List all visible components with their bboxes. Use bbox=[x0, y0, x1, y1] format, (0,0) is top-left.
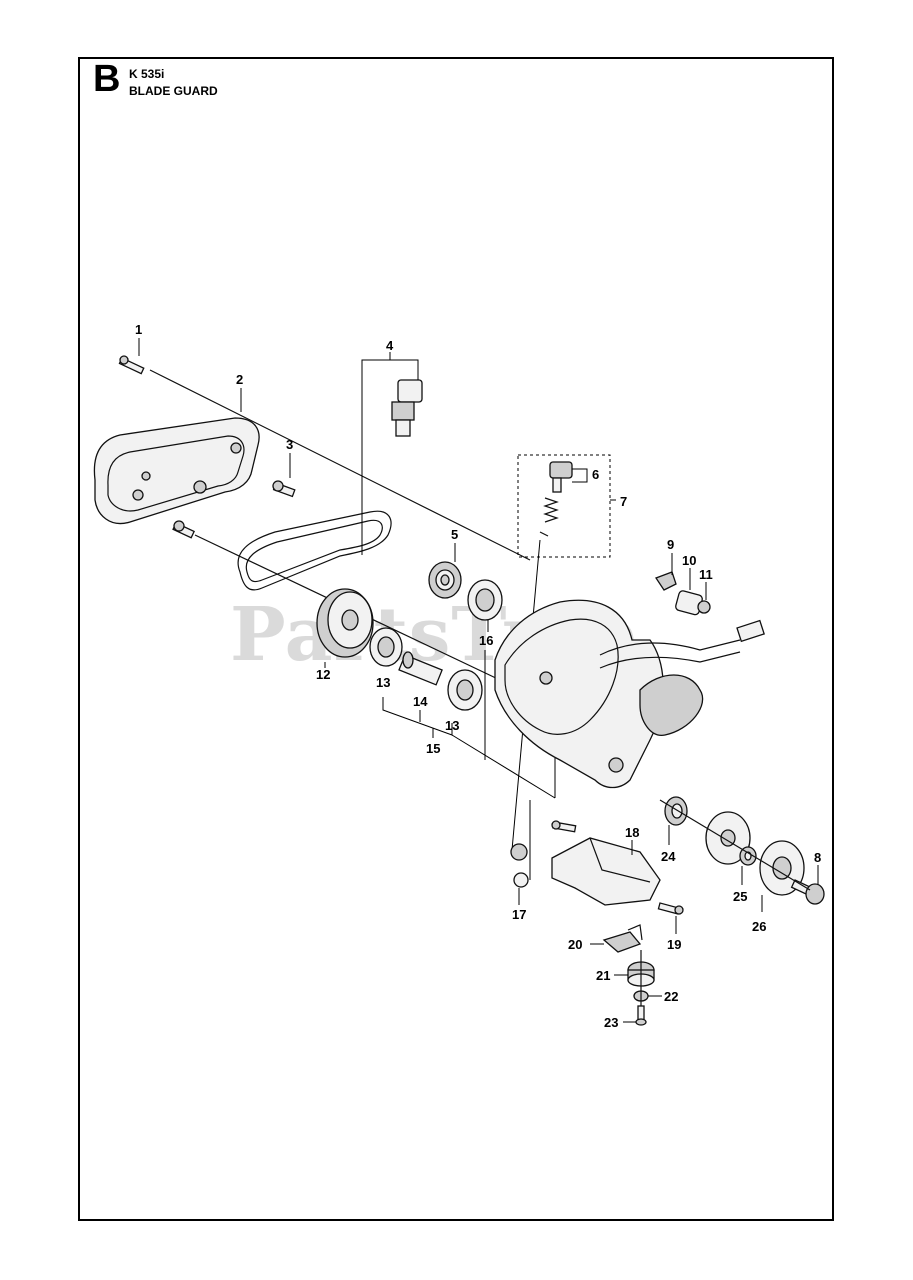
callout-6[interactable]: 6 bbox=[592, 467, 599, 482]
part-25-flange-washer[interactable] bbox=[705, 811, 757, 866]
callout-7[interactable]: 7 bbox=[620, 494, 627, 509]
part-8-blade-bolt[interactable] bbox=[790, 879, 825, 905]
callout-2[interactable]: 2 bbox=[236, 372, 243, 387]
callout-22[interactable]: 22 bbox=[664, 989, 678, 1004]
belt-cover-screw[interactable] bbox=[172, 520, 195, 539]
leader-6 bbox=[572, 468, 588, 483]
part-19-screw[interactable] bbox=[657, 902, 684, 915]
part-17-nut[interactable] bbox=[510, 843, 529, 888]
part-1-screw[interactable] bbox=[118, 355, 145, 375]
part-9-handle-bracket[interactable] bbox=[655, 571, 677, 591]
callout-4[interactable]: 4 bbox=[386, 338, 394, 353]
callout-26[interactable]: 26 bbox=[752, 919, 766, 934]
part-2-belt-cover[interactable] bbox=[93, 417, 260, 525]
model-label: K 535i bbox=[129, 67, 165, 81]
callout-11[interactable]: 11 bbox=[699, 567, 713, 582]
callout-14[interactable]: 14 bbox=[413, 694, 428, 709]
part-24-bushing[interactable] bbox=[664, 796, 688, 826]
part-13-bearing-a[interactable] bbox=[369, 627, 403, 667]
callout-23[interactable]: 23 bbox=[604, 1015, 618, 1030]
part-6-adjuster-screw[interactable] bbox=[549, 461, 573, 493]
callout-1[interactable]: 1 bbox=[135, 322, 142, 337]
group-7-box bbox=[517, 454, 611, 558]
callout-16[interactable]: 16 bbox=[479, 633, 493, 648]
blade-guard-arm[interactable] bbox=[494, 599, 765, 789]
part-11-nut[interactable] bbox=[697, 600, 711, 614]
callout-19[interactable]: 19 bbox=[667, 937, 681, 952]
part-14-spindle-shaft[interactable] bbox=[398, 651, 443, 686]
callout-9[interactable]: 9 bbox=[667, 537, 674, 552]
diagram-title: BLADE GUARD bbox=[129, 84, 218, 98]
callout-15[interactable]: 15 bbox=[426, 741, 440, 756]
callout-21[interactable]: 21 bbox=[596, 968, 610, 983]
part-12-pulley[interactable] bbox=[316, 588, 374, 658]
assembly-axis-1 bbox=[149, 369, 531, 561]
part-5-bearing[interactable] bbox=[428, 561, 462, 599]
part-26-outer-flange[interactable] bbox=[759, 840, 805, 896]
section-letter: B bbox=[93, 58, 121, 100]
diagram-frame bbox=[78, 57, 834, 1221]
part-16-bearing[interactable] bbox=[467, 579, 503, 621]
callout-20[interactable]: 20 bbox=[568, 937, 582, 952]
part-7-spring[interactable] bbox=[539, 497, 559, 537]
callout-8[interactable]: 8 bbox=[814, 850, 821, 865]
callout-18[interactable]: 18 bbox=[625, 825, 639, 840]
callout-25[interactable]: 25 bbox=[733, 889, 747, 904]
part-4-tensioner-key[interactable] bbox=[391, 379, 423, 437]
part-20-bracket[interactable] bbox=[602, 924, 643, 953]
callout-17[interactable]: 17 bbox=[512, 907, 526, 922]
callout-5[interactable]: 5 bbox=[451, 527, 458, 542]
callout-13a[interactable]: 13 bbox=[376, 675, 390, 690]
callout-13b[interactable]: 13 bbox=[445, 718, 459, 733]
callout-24[interactable]: 24 bbox=[661, 849, 676, 864]
part-4-drive-belt[interactable] bbox=[237, 510, 392, 591]
leader-15-bracket bbox=[382, 697, 453, 736]
callout-3[interactable]: 3 bbox=[286, 437, 293, 452]
part-13-bearing-b[interactable] bbox=[447, 669, 483, 711]
callout-10[interactable]: 10 bbox=[682, 553, 696, 568]
part-23-screw[interactable] bbox=[635, 1005, 647, 1026]
callout-12[interactable]: 12 bbox=[316, 667, 330, 682]
part-3-screw[interactable] bbox=[272, 480, 296, 498]
part-18-guard-shoe[interactable] bbox=[551, 820, 661, 906]
